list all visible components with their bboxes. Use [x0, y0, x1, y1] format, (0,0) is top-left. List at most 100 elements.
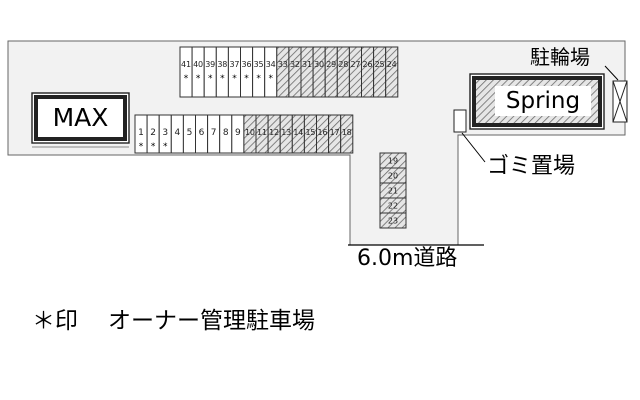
bicycle-leader-line — [604, 65, 619, 81]
parking-stall-32: 32 — [288, 46, 302, 98]
parking-stall-25: 25 — [373, 46, 387, 98]
stall-number: 2 — [150, 128, 156, 138]
stall-number: 23 — [388, 217, 398, 226]
stall-number: 37 — [229, 60, 239, 69]
stall-number: 12 — [269, 128, 279, 137]
stall-number: 38 — [217, 60, 227, 69]
parking-stall-11: 11 — [255, 114, 269, 154]
parking-stall-4: 4 — [170, 114, 184, 154]
parking-stall-33: 33 — [276, 46, 290, 98]
stall-number: 33 — [278, 60, 288, 69]
bicycle-parking-box — [612, 80, 628, 123]
parking-stall-12: 12 — [267, 114, 281, 154]
parking-stall-26: 26 — [361, 46, 375, 98]
stall-number: 28 — [338, 60, 348, 69]
parking-stall-19: 19 — [379, 152, 407, 169]
parking-stall-16: 16 — [316, 114, 330, 154]
parking-stall-18: 18 — [340, 114, 354, 154]
parking-stall-21: 21 — [379, 182, 407, 199]
parking-stall-39: 39 * — [203, 46, 217, 98]
owner-mark: * — [196, 74, 201, 84]
stall-number: 15 — [305, 128, 315, 137]
stall-number: 29 — [326, 60, 336, 69]
parking-stall-13: 13 — [279, 114, 293, 154]
stall-number: 16 — [318, 128, 328, 137]
stall-number: 5 — [187, 128, 193, 138]
garbage-area-label: ゴミ置場 — [487, 154, 576, 179]
stall-number: 11 — [257, 128, 267, 137]
max-building — [31, 92, 130, 144]
parking-stall-14: 14 — [291, 114, 305, 154]
stall-number: 41 — [181, 60, 191, 69]
parking-stall-20: 20 — [379, 167, 407, 184]
bicycle-parking-label: 駐輪場 — [530, 45, 590, 69]
stall-number: 26 — [363, 60, 373, 69]
stall-number: 9 — [235, 128, 241, 138]
parking-stall-7: 7 — [207, 114, 221, 154]
owner-mark: * — [208, 74, 213, 84]
spring-building-label: Spring — [505, 88, 581, 114]
owner-parking-text: オーナー管理駐車場 — [108, 308, 315, 334]
stall-number: 25 — [375, 60, 385, 69]
owner-mark: * — [244, 74, 249, 84]
owner-mark: * — [151, 142, 156, 152]
stall-number: 31 — [302, 60, 312, 69]
owner-parking-note: ＊印 オーナー管理駐車場 — [32, 306, 315, 336]
parking-stall-8: 8 — [219, 114, 233, 154]
parking-stall-30: 30 — [312, 46, 326, 98]
stall-number: 10 — [245, 128, 255, 137]
parking-stall-24: 24 — [385, 46, 399, 98]
garbage-area-box — [453, 109, 467, 133]
parking-stall-15: 15 — [303, 114, 317, 154]
stall-number: 19 — [388, 157, 398, 166]
parking-stall-38: 38* — [215, 46, 229, 98]
parking-stall-17: 17 — [328, 114, 342, 154]
parking-stall-2: 2* — [146, 114, 160, 154]
parking-stall-28: 28 — [336, 46, 350, 98]
stall-number: 40 — [193, 60, 203, 69]
stall-number: 13 — [281, 128, 291, 137]
stall-number: 1 — [138, 128, 144, 138]
stall-number: 8 — [223, 128, 229, 138]
stall-number: 18 — [342, 128, 352, 137]
stall-number: 20 — [388, 172, 398, 181]
parking-stall-37: 37 * — [227, 46, 241, 98]
garbage-leader-line — [461, 132, 486, 163]
parking-stall-3: 3* — [158, 114, 172, 154]
owner-mark: * — [269, 74, 274, 84]
stall-number: 7 — [211, 128, 217, 138]
stall-number: 39 — [205, 60, 215, 69]
parking-stall-35: 35 * — [252, 46, 266, 98]
asterisk-mark: ＊印 — [32, 308, 78, 334]
stall-number: 27 — [350, 60, 360, 69]
stall-number: 34 — [266, 60, 276, 69]
parking-stall-1: 1* — [134, 114, 148, 154]
parking-stall-10: 10 — [243, 114, 257, 154]
parking-stall-41: 41 * — [179, 46, 193, 98]
parking-stall-6: 6 — [195, 114, 209, 154]
parking-stall-27: 27 — [348, 46, 362, 98]
stall-number: 35 — [254, 60, 264, 69]
parking-stall-9: 9 — [231, 114, 245, 154]
spring-building — [469, 73, 605, 130]
parking-stall-34: 34 * — [264, 46, 278, 98]
road-label: 6.0m道路 — [357, 246, 458, 271]
stall-number: 22 — [388, 202, 398, 211]
owner-mark: * — [139, 142, 144, 152]
parking-stall-40: 40 * — [191, 46, 205, 98]
stall-number: 3 — [162, 128, 168, 138]
parking-stall-22: 22 — [379, 197, 407, 214]
stall-number: 6 — [199, 128, 205, 138]
stall-number: 14 — [293, 128, 303, 137]
owner-mark: * — [163, 142, 168, 152]
stall-number: 36 — [242, 60, 252, 69]
owner-mark: * — [232, 74, 237, 84]
stall-number: 32 — [290, 60, 300, 69]
stall-number: 4 — [174, 128, 180, 138]
owner-mark: * — [184, 74, 189, 84]
stall-number: 30 — [314, 60, 324, 69]
parking-stall-31: 31 — [300, 46, 314, 98]
owner-mark: * — [256, 74, 261, 84]
